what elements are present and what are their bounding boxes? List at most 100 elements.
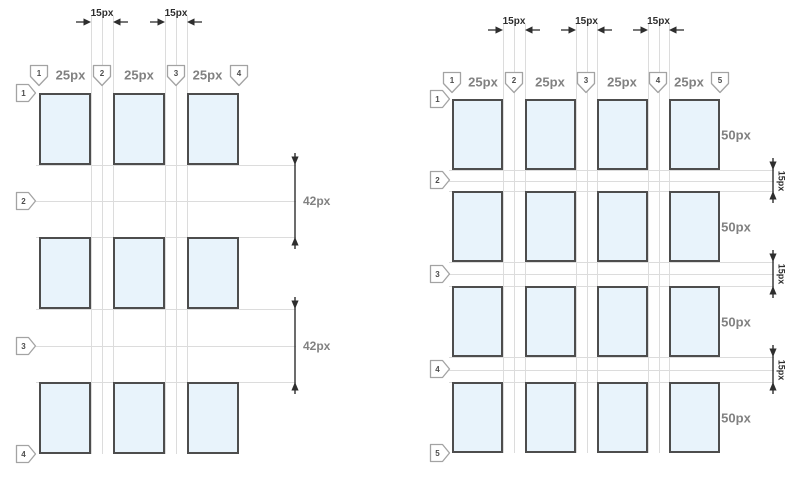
grid-item [525, 99, 576, 170]
svg-text:5: 5 [435, 449, 440, 458]
grid-item [113, 382, 165, 454]
gutter-dimension-arrows [561, 26, 612, 34]
row-gap-dimension-label: 15px [776, 359, 787, 380]
guide-line-vertical [587, 24, 588, 453]
column-line-badge: 1 [442, 71, 462, 94]
grid-item [452, 191, 503, 262]
grid-item [669, 382, 720, 453]
guide-line-horizontal [449, 370, 774, 371]
grid-item [187, 93, 239, 165]
column-track-label: 25px [607, 74, 637, 90]
grid-item [525, 382, 576, 453]
svg-text:4: 4 [237, 69, 242, 78]
row-gap-dimension-line [291, 297, 299, 394]
guide-line-horizontal [449, 181, 774, 182]
guide-line-horizontal [36, 382, 296, 383]
column-line-badge: 1 [29, 64, 49, 87]
guide-line-horizontal [36, 165, 296, 166]
gutter-dimension-label: 15px [90, 8, 114, 19]
gutter-dimension-label: 15px [164, 8, 188, 19]
row-gap-dimension-label: 42px [303, 194, 331, 208]
column-line-badge: 3 [576, 71, 596, 94]
svg-text:5: 5 [718, 76, 723, 85]
guide-line-vertical [659, 24, 660, 453]
row-track-label: 50px [721, 314, 751, 329]
grid-item [452, 382, 503, 453]
row-line-badge: 5 [429, 443, 451, 463]
grid-item [597, 286, 648, 357]
grid-item [597, 382, 648, 453]
row-gap-dimension-line [291, 153, 299, 249]
column-line-badge: 5 [710, 71, 730, 94]
guide-line-vertical [503, 24, 504, 453]
grid-item [452, 286, 503, 357]
grid-item [597, 191, 648, 262]
row-gap-dimension-line [769, 345, 777, 394]
row-line-badge: 1 [15, 83, 37, 103]
grid-item [187, 382, 239, 454]
gutter-dimension-arrows [150, 18, 202, 26]
svg-text:4: 4 [656, 76, 661, 85]
row-line-badge: 3 [429, 264, 451, 284]
svg-text:2: 2 [21, 197, 26, 206]
guide-line-vertical [176, 16, 177, 454]
column-line-badge: 2 [504, 71, 524, 94]
guide-line-horizontal [36, 201, 296, 202]
guide-line-vertical [514, 24, 515, 453]
row-gap-dimension-label: 42px [303, 338, 331, 353]
grid-item [187, 237, 239, 309]
svg-text:1: 1 [450, 76, 455, 85]
guide-line-horizontal [449, 262, 774, 263]
svg-text:3: 3 [174, 69, 179, 78]
row-gap-dimension-line [769, 158, 777, 203]
grid-item [113, 237, 165, 309]
gutter-dimension-label: 15px [575, 16, 598, 27]
row-gap-dimension-line [769, 250, 777, 298]
grid-item [39, 237, 91, 309]
gutter-dimension-label: 15px [647, 16, 670, 27]
guide-line-vertical [102, 16, 103, 454]
gutter-dimension-arrows [76, 18, 128, 26]
row-track-label: 50px [721, 410, 751, 425]
svg-text:1: 1 [435, 95, 440, 104]
grid-item [525, 286, 576, 357]
column-track-label: 25px [192, 67, 223, 83]
svg-text:3: 3 [21, 342, 26, 351]
column-line-badge: 4 [648, 71, 668, 94]
row-line-badge: 2 [429, 170, 451, 190]
guide-line-vertical [91, 16, 92, 454]
svg-text:2: 2 [100, 69, 105, 78]
guide-line-vertical [576, 24, 577, 453]
column-track-label: 25px [674, 74, 704, 90]
guide-line-vertical [648, 24, 649, 453]
svg-text:4: 4 [435, 365, 440, 374]
guide-line-vertical [187, 16, 188, 454]
guide-line-horizontal [36, 346, 296, 347]
guide-line-horizontal [449, 274, 774, 275]
guide-line-horizontal [36, 309, 296, 310]
row-track-label: 50px [721, 219, 751, 234]
column-track-label: 25px [468, 74, 498, 90]
grid-item [39, 382, 91, 454]
guide-line-horizontal [36, 237, 296, 238]
column-line-badge: 2 [92, 64, 112, 87]
grid-item [669, 99, 720, 170]
grid-item [597, 99, 648, 170]
column-track-label: 25px [55, 67, 86, 83]
guide-line-vertical [165, 16, 166, 454]
grid-item [525, 191, 576, 262]
grid-item [452, 99, 503, 170]
grid-item [669, 191, 720, 262]
column-track-label: 25px [124, 67, 154, 83]
row-line-badge: 2 [15, 191, 37, 211]
svg-text:2: 2 [512, 76, 517, 85]
svg-text:3: 3 [435, 270, 440, 279]
column-track-label: 25px [535, 74, 565, 90]
row-track-label: 50px [721, 127, 751, 142]
grid-item [113, 93, 165, 165]
svg-text:1: 1 [37, 69, 42, 78]
row-gap-dimension-label: 15px [776, 170, 787, 191]
row-line-badge: 1 [429, 89, 451, 109]
